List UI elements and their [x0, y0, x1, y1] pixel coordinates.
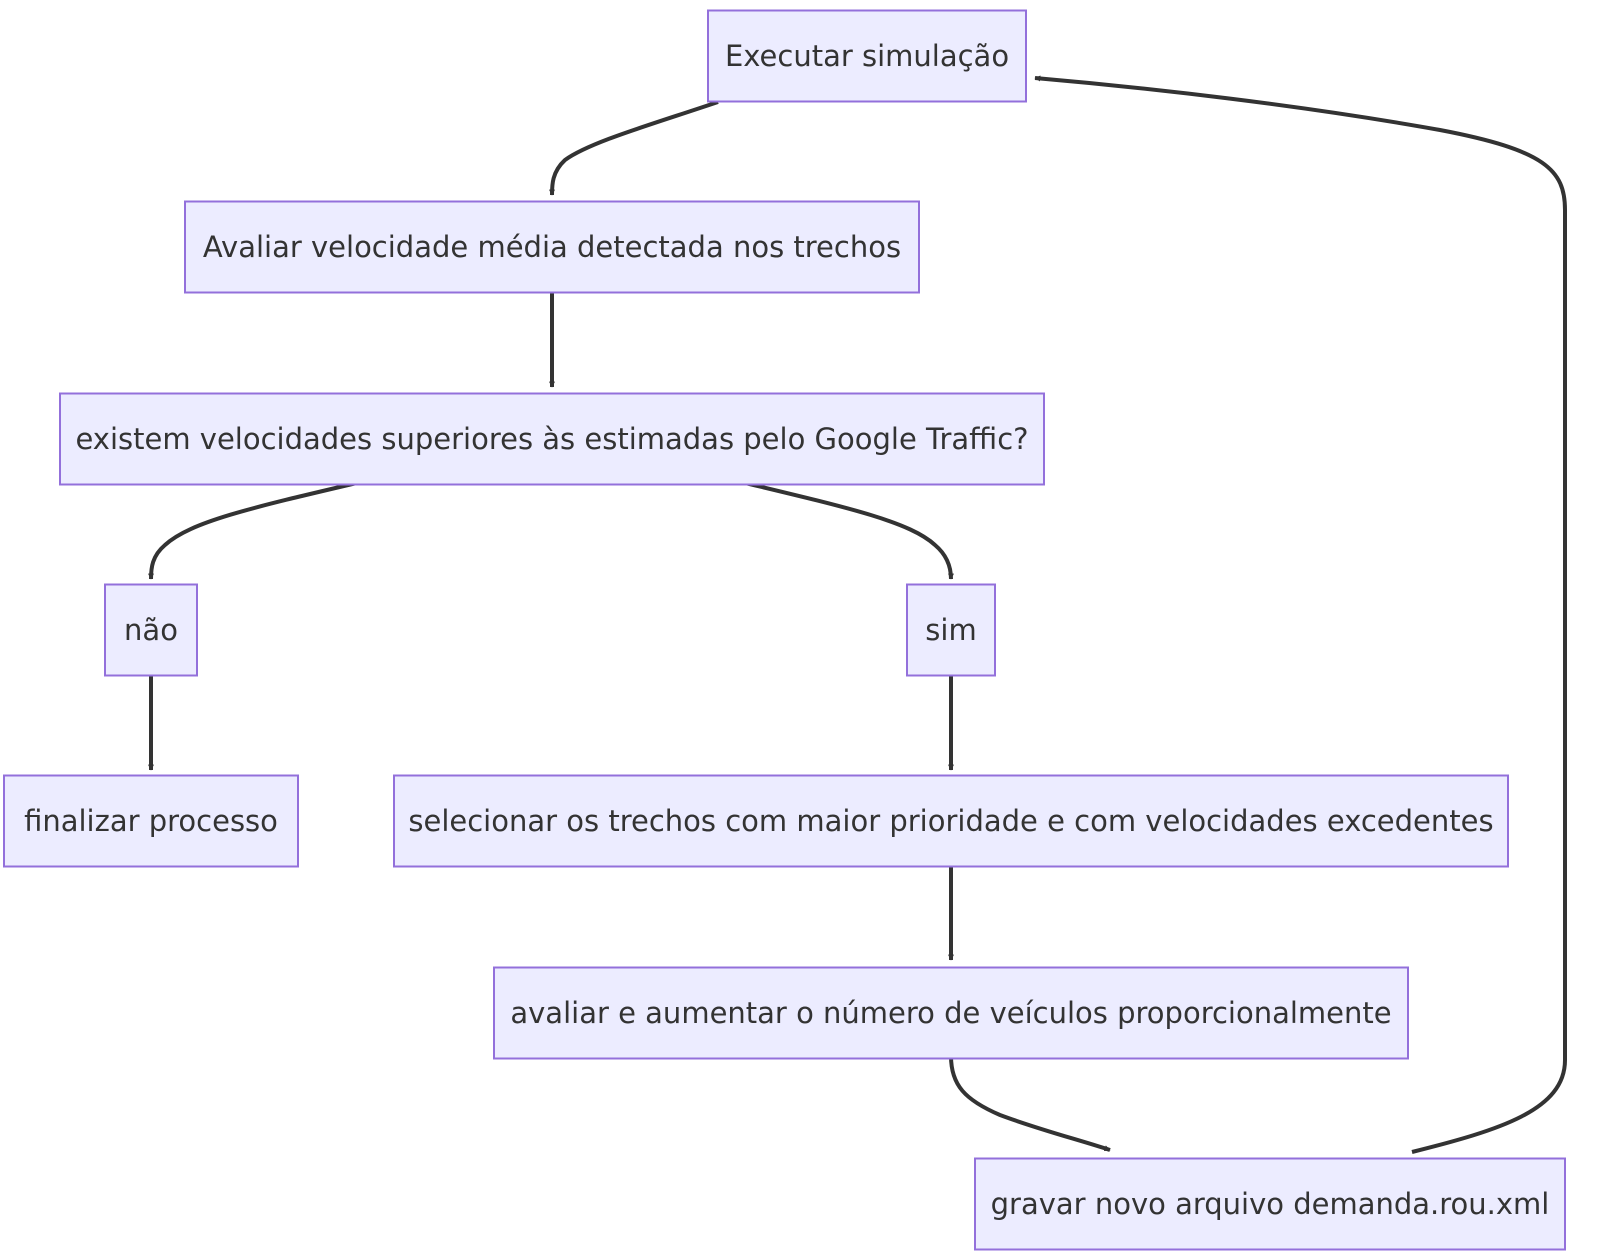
- node-label: avaliar e aumentar o número de veículos …: [510, 996, 1391, 1030]
- edge-gravar-to-executar: [1034, 75, 1567, 1154]
- node-box: [393, 774, 1509, 868]
- node-box: [104, 583, 198, 677]
- node-sim: sim: [906, 583, 996, 677]
- node-label: não: [124, 613, 178, 647]
- node-label: Executar simulação: [725, 39, 1009, 73]
- node-existem: existem velocidades superiores às estima…: [59, 392, 1045, 486]
- node-finalizar: finalizar processo: [3, 774, 299, 868]
- node-selecionar: selecionar os trechos com maior priorida…: [393, 774, 1509, 868]
- node-aumentar: avaliar e aumentar o número de veículos …: [493, 966, 1409, 1060]
- node-avaliar: Avaliar velocidade média detectada nos t…: [184, 200, 920, 294]
- node-label: existem velocidades superiores às estima…: [75, 422, 1028, 456]
- node-label: selecionar os trechos com maior priorida…: [408, 804, 1493, 838]
- edge-aumentar-to-gravar: [949, 1055, 1111, 1152]
- node-label: finalizar processo: [24, 804, 278, 838]
- node-box: [184, 200, 920, 294]
- node-box: [493, 966, 1409, 1060]
- edge-existem-to-sim: [740, 480, 954, 580]
- node-box: [974, 1157, 1566, 1251]
- node-executar: Executar simulação: [707, 9, 1027, 103]
- edges: [148, 75, 1567, 1154]
- node-nao: não: [104, 583, 198, 677]
- node-box: [906, 583, 996, 677]
- node-label: gravar novo arquivo demanda.rou.xml: [991, 1187, 1550, 1221]
- node-box: [707, 9, 1027, 103]
- edge-existem-to-nao: [148, 480, 362, 580]
- node-label: Avaliar velocidade média detectada nos t…: [203, 230, 901, 264]
- node-gravar: gravar novo arquivo demanda.rou.xml: [974, 1157, 1566, 1251]
- edge-executar-to-avaliar: [549, 100, 719, 196]
- node-box: [3, 774, 299, 868]
- node-label: sim: [925, 613, 976, 647]
- node-box: [59, 392, 1045, 486]
